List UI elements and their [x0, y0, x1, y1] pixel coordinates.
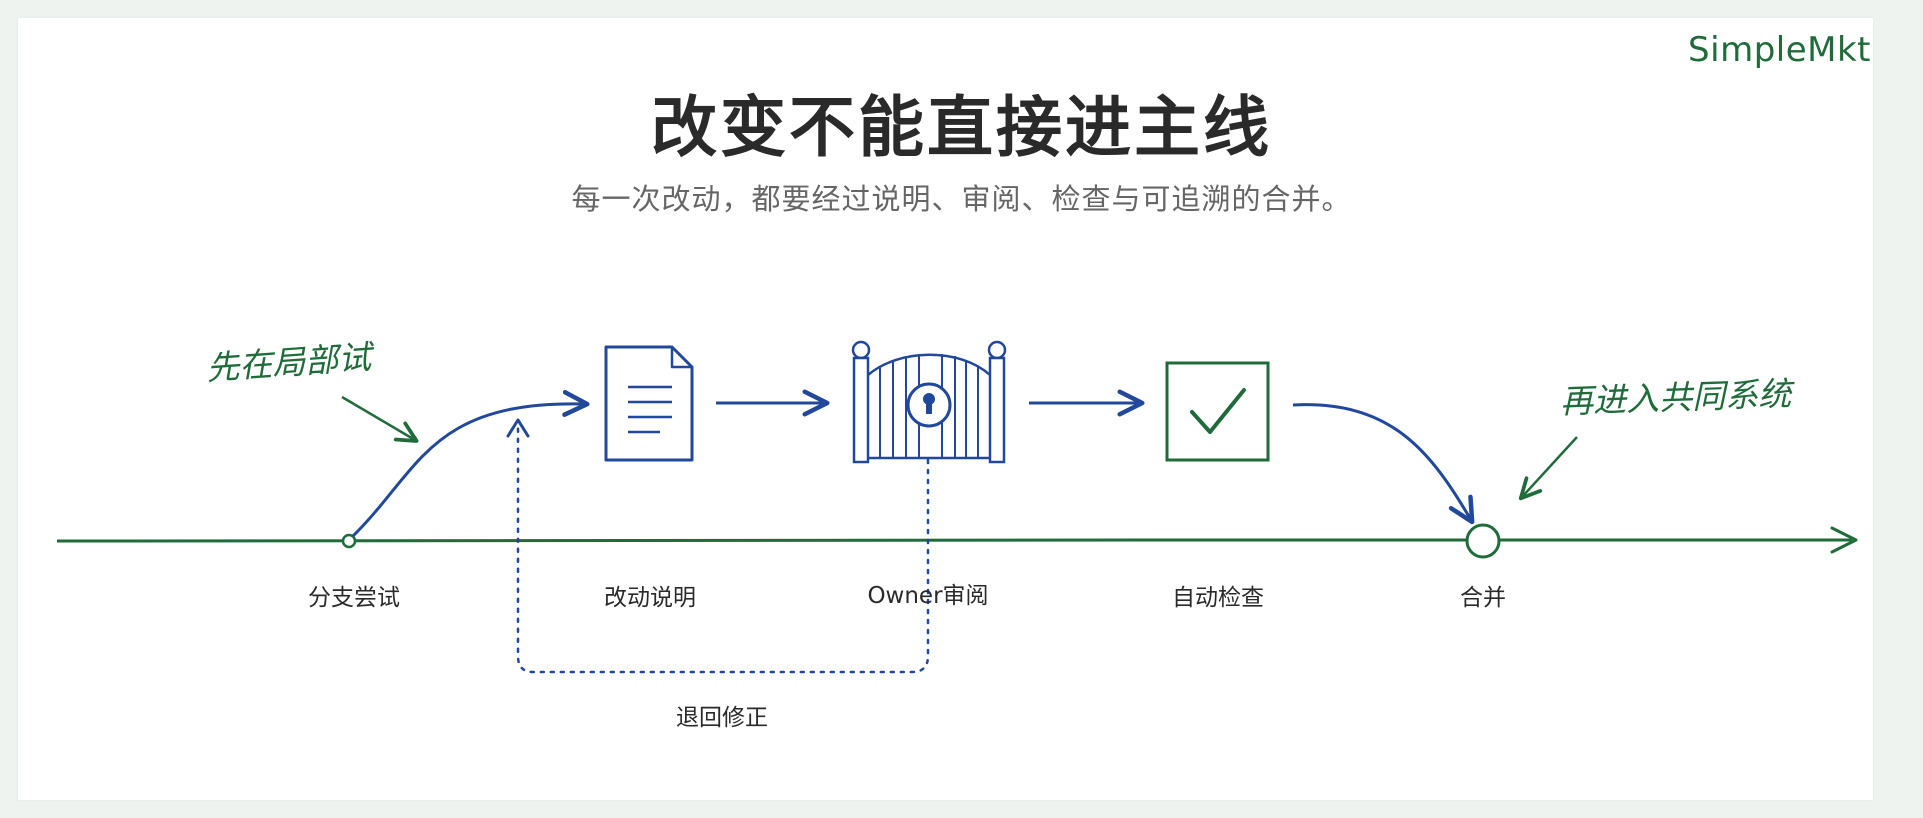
document-icon — [604, 345, 694, 462]
branch-arrow — [351, 389, 590, 538]
mainline — [56, 526, 1858, 554]
arrow-check-to-merge — [1292, 403, 1475, 525]
page-title: 改变不能直接进主线 — [651, 89, 1272, 166]
locked-gate-icon — [851, 340, 1007, 464]
step-label-review: Owner审阅 — [867, 583, 989, 609]
revise-loop — [516, 424, 930, 674]
page-subtitle: 每一次改动，都要经过说明、审阅、检查与可追溯的合并。 — [571, 182, 1352, 216]
loop-label: 退回修正 — [676, 705, 768, 731]
step-label-description: 改动说明 — [604, 585, 696, 611]
revise-loop-arrowhead — [506, 418, 530, 438]
step-label-merge: 合并 — [1460, 585, 1506, 611]
merge-node — [1465, 523, 1501, 559]
step-label-check: 自动检查 — [1172, 585, 1264, 611]
note-right: 再进入共同系统 — [1559, 373, 1792, 422]
note-right-arrow — [1518, 436, 1578, 501]
brand-logo: SimpleMkt — [1688, 30, 1871, 70]
note-left-arrow — [341, 395, 419, 443]
branch-start-node — [341, 533, 357, 549]
step-label-branch: 分支尝试 — [308, 585, 400, 611]
checkbox-check-icon — [1165, 361, 1270, 462]
